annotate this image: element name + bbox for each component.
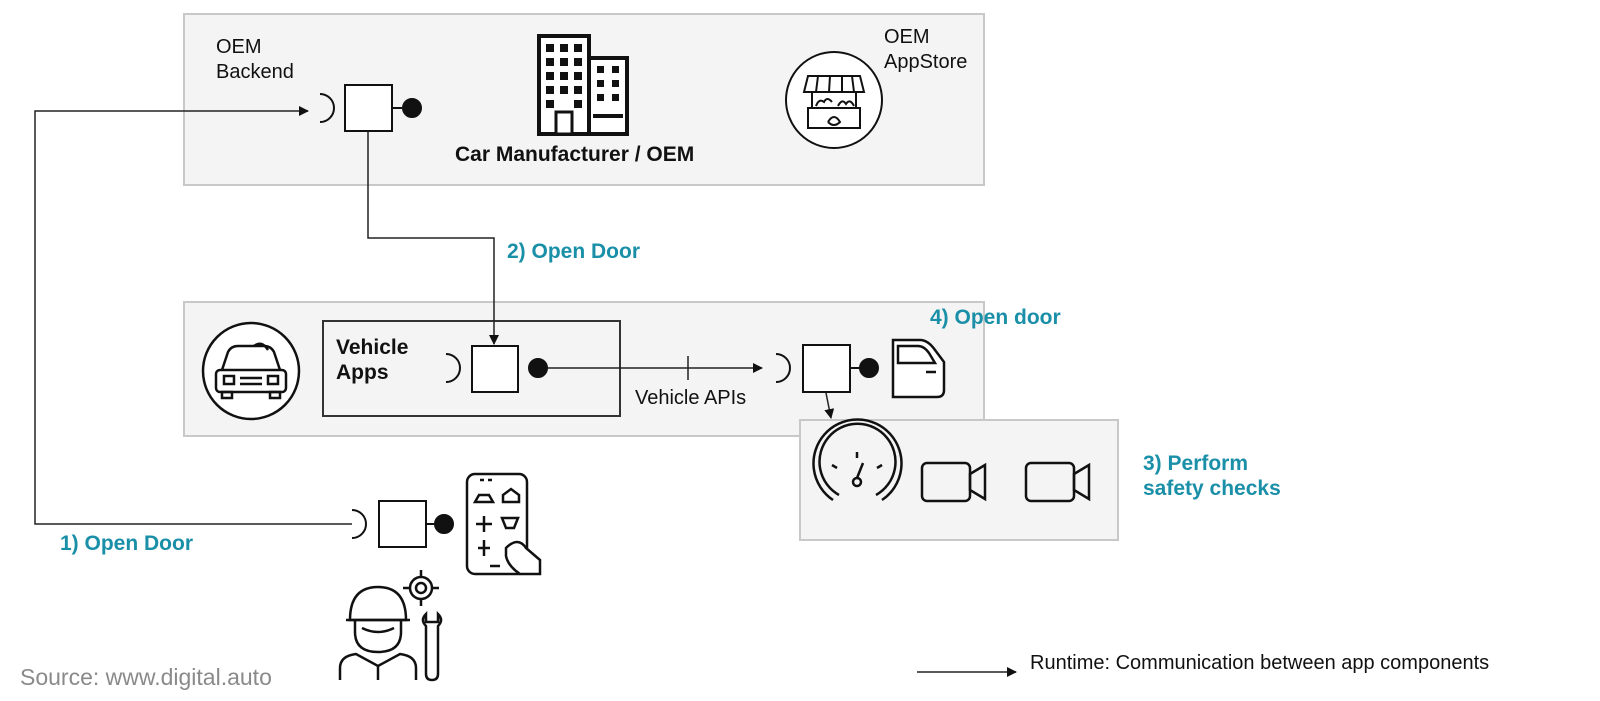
legend-runtime-label: Runtime: Communication between app compo…: [1030, 652, 1490, 674]
office-building-icon: [537, 34, 629, 136]
vehicle-apps-line2: Apps: [336, 361, 389, 384]
smartphone-app-icon: [465, 472, 542, 576]
vehicle-apps-label: Vehicle Apps: [336, 335, 408, 385]
step1-label: 1) Open Door: [60, 532, 194, 555]
car-front-icon: [201, 321, 301, 421]
oem-backend-component: [319, 84, 422, 132]
speedometer-icon: [812, 418, 903, 502]
vehicle-apis-label: Vehicle APIs: [635, 387, 747, 409]
mechanic-icon: [338, 570, 443, 682]
mobile-component: [351, 500, 454, 548]
oem-appstore-line1: OEM: [884, 26, 930, 48]
video-camera-icon: [920, 461, 987, 503]
market-stall-icon: [785, 51, 883, 149]
vehicle-apps-line1: Vehicle: [336, 336, 409, 359]
step3-line1: 3) Perform: [1143, 452, 1249, 475]
oem-backend-line2: Backend: [216, 61, 294, 83]
step3-line2: safety checks: [1143, 477, 1281, 500]
flow-line-step2: [367, 131, 499, 345]
oem-backend-line1: OEM: [216, 36, 262, 58]
vehicle-apps-component: [445, 345, 548, 393]
step2-label: 2) Open Door: [507, 240, 641, 263]
step4-label: 4) Open door: [930, 306, 1061, 329]
oem-appstore-line2: AppStore: [884, 51, 968, 73]
flow-line-step1: [34, 106, 352, 525]
oem-appstore-label: OEM AppStore: [884, 25, 967, 75]
flow-lines: [34, 106, 1017, 677]
car-manufacturer-label: Car Manufacturer / OEM: [455, 143, 695, 166]
video-camera-icon: [1024, 461, 1091, 503]
car-door-icon: [891, 338, 946, 399]
oem-backend-label: OEM Backend: [216, 35, 294, 85]
flow-line-step3: [824, 392, 835, 419]
source-label: Source: www.digital.auto: [20, 664, 272, 690]
step3-label: 3) Perform safety checks: [1143, 451, 1281, 501]
door-component: [775, 344, 879, 393]
sensors-panel: [799, 419, 1119, 541]
